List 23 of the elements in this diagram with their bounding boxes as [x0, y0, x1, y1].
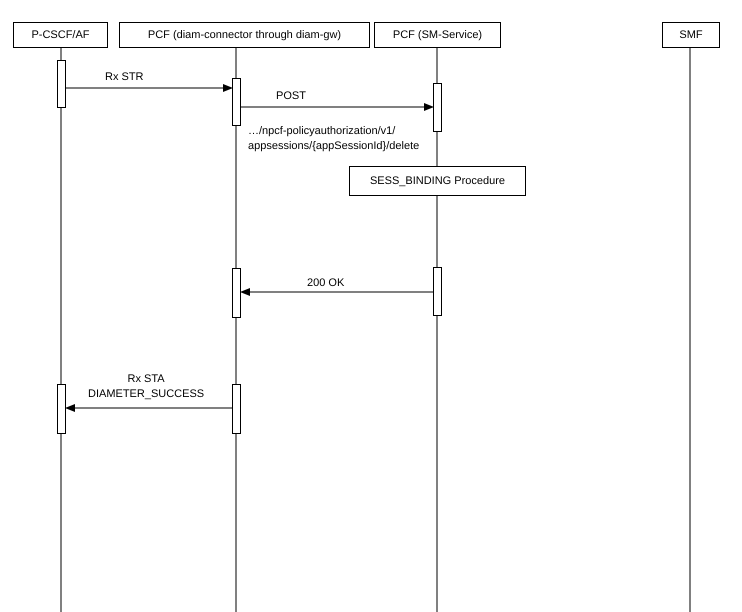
participant-name: PCF (SM-Service)	[392, 29, 482, 41]
activation-bar	[232, 384, 241, 434]
message-arrow	[65, 404, 232, 412]
resource-path-note: …/npcf-policyauthorization/v1/ appsessions/{appSessionId}/delete	[246, 124, 422, 154]
activation-bar	[232, 268, 241, 318]
activation-bar	[433, 267, 442, 316]
participant-box	[662, 22, 720, 48]
participant-box	[119, 22, 370, 48]
activation-bar	[57, 60, 66, 108]
activation-bar	[433, 83, 442, 132]
participant-box	[374, 22, 501, 48]
procedure-label: SESS_BINDING Procedure	[370, 175, 506, 187]
participant-box	[13, 22, 108, 48]
message-arrow	[66, 84, 233, 92]
message-arrow	[240, 103, 434, 111]
process-box	[349, 166, 526, 196]
activation-bar	[232, 78, 241, 126]
message-arrow	[240, 288, 434, 296]
activation-bar	[57, 384, 66, 434]
message-label: Rx STA DIAMETER_SUCCESS	[86, 372, 206, 402]
participant-name: SMF	[679, 29, 703, 41]
participant-name: PCF (diam-connector through diam-gw)	[148, 29, 342, 41]
participant-name: P-CSCF/AF	[31, 29, 90, 41]
